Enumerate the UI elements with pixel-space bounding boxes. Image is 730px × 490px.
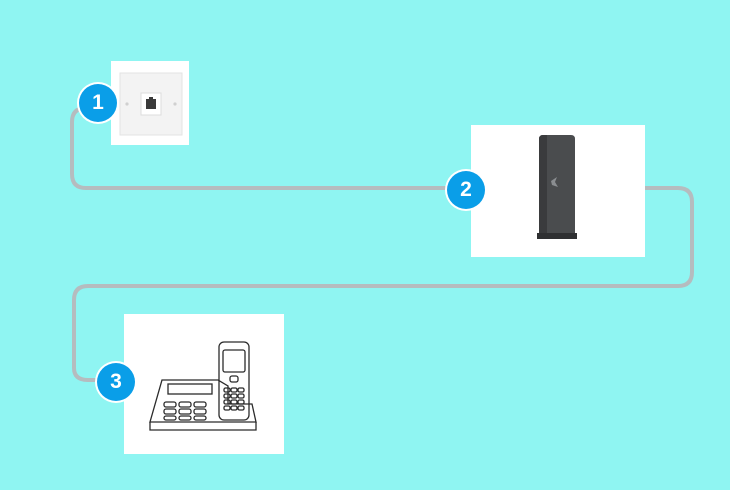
step-badge-3: 3 (97, 363, 135, 401)
modem-panel (471, 125, 645, 257)
wall-socket-icon (119, 72, 183, 136)
step-badge-1: 1 (79, 84, 117, 122)
phone-panel (124, 314, 284, 454)
cordless-phone-icon (149, 341, 257, 431)
step-badge-2: 2 (447, 171, 485, 209)
modem-icon (537, 135, 577, 239)
wall-socket-panel (111, 61, 189, 145)
cable-segment-2-3 (72, 186, 694, 382)
